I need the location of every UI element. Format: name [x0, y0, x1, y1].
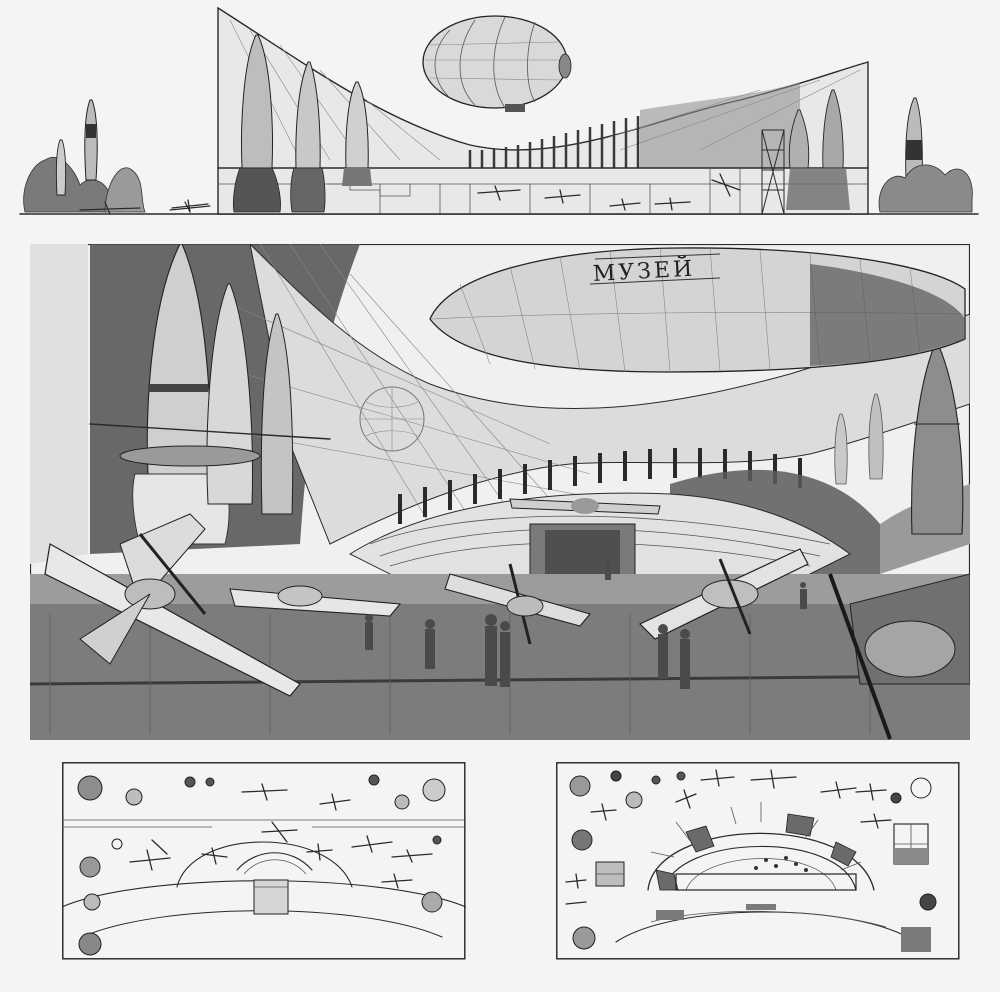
rocket-icon — [834, 393, 884, 485]
person-icon — [365, 558, 807, 689]
airplane-icon — [129, 783, 433, 889]
airplane-icon — [444, 563, 591, 645]
rocket-icon — [786, 89, 850, 210]
floor-plan-left-panel — [62, 762, 466, 960]
floor-plan-right-panel — [556, 762, 960, 960]
airplane-icon — [171, 173, 741, 213]
airplane-icon — [565, 769, 892, 905]
floor-plan-right-drawing — [556, 762, 960, 960]
elevation-drawing — [19, 6, 979, 215]
airship-icon: МУЗЕЙ — [429, 247, 966, 373]
person-icon — [754, 856, 808, 872]
elevation-section-panel — [0, 0, 1000, 230]
tree-icon — [878, 164, 973, 213]
floor-plan-left-drawing — [62, 762, 466, 960]
rocket-icon — [911, 343, 964, 535]
airplane-icon — [509, 498, 661, 515]
tree-icon — [23, 157, 146, 213]
platform — [89, 423, 331, 467]
airplane-icon — [828, 573, 970, 740]
rocket-icon — [56, 99, 98, 196]
airplane-icon — [44, 513, 301, 697]
airship-icon — [422, 15, 572, 112]
interior-perspective-panel: МУЗЕЙ — [30, 244, 970, 740]
interior-perspective-drawing: МУЗЕЙ — [30, 244, 970, 740]
airplane-icon — [638, 548, 809, 640]
airplane-icon — [79, 201, 211, 215]
rocket-icon — [77, 774, 446, 956]
rocket-icon — [569, 770, 937, 950]
rocket-icon — [232, 34, 372, 213]
airplane-icon — [229, 585, 402, 617]
